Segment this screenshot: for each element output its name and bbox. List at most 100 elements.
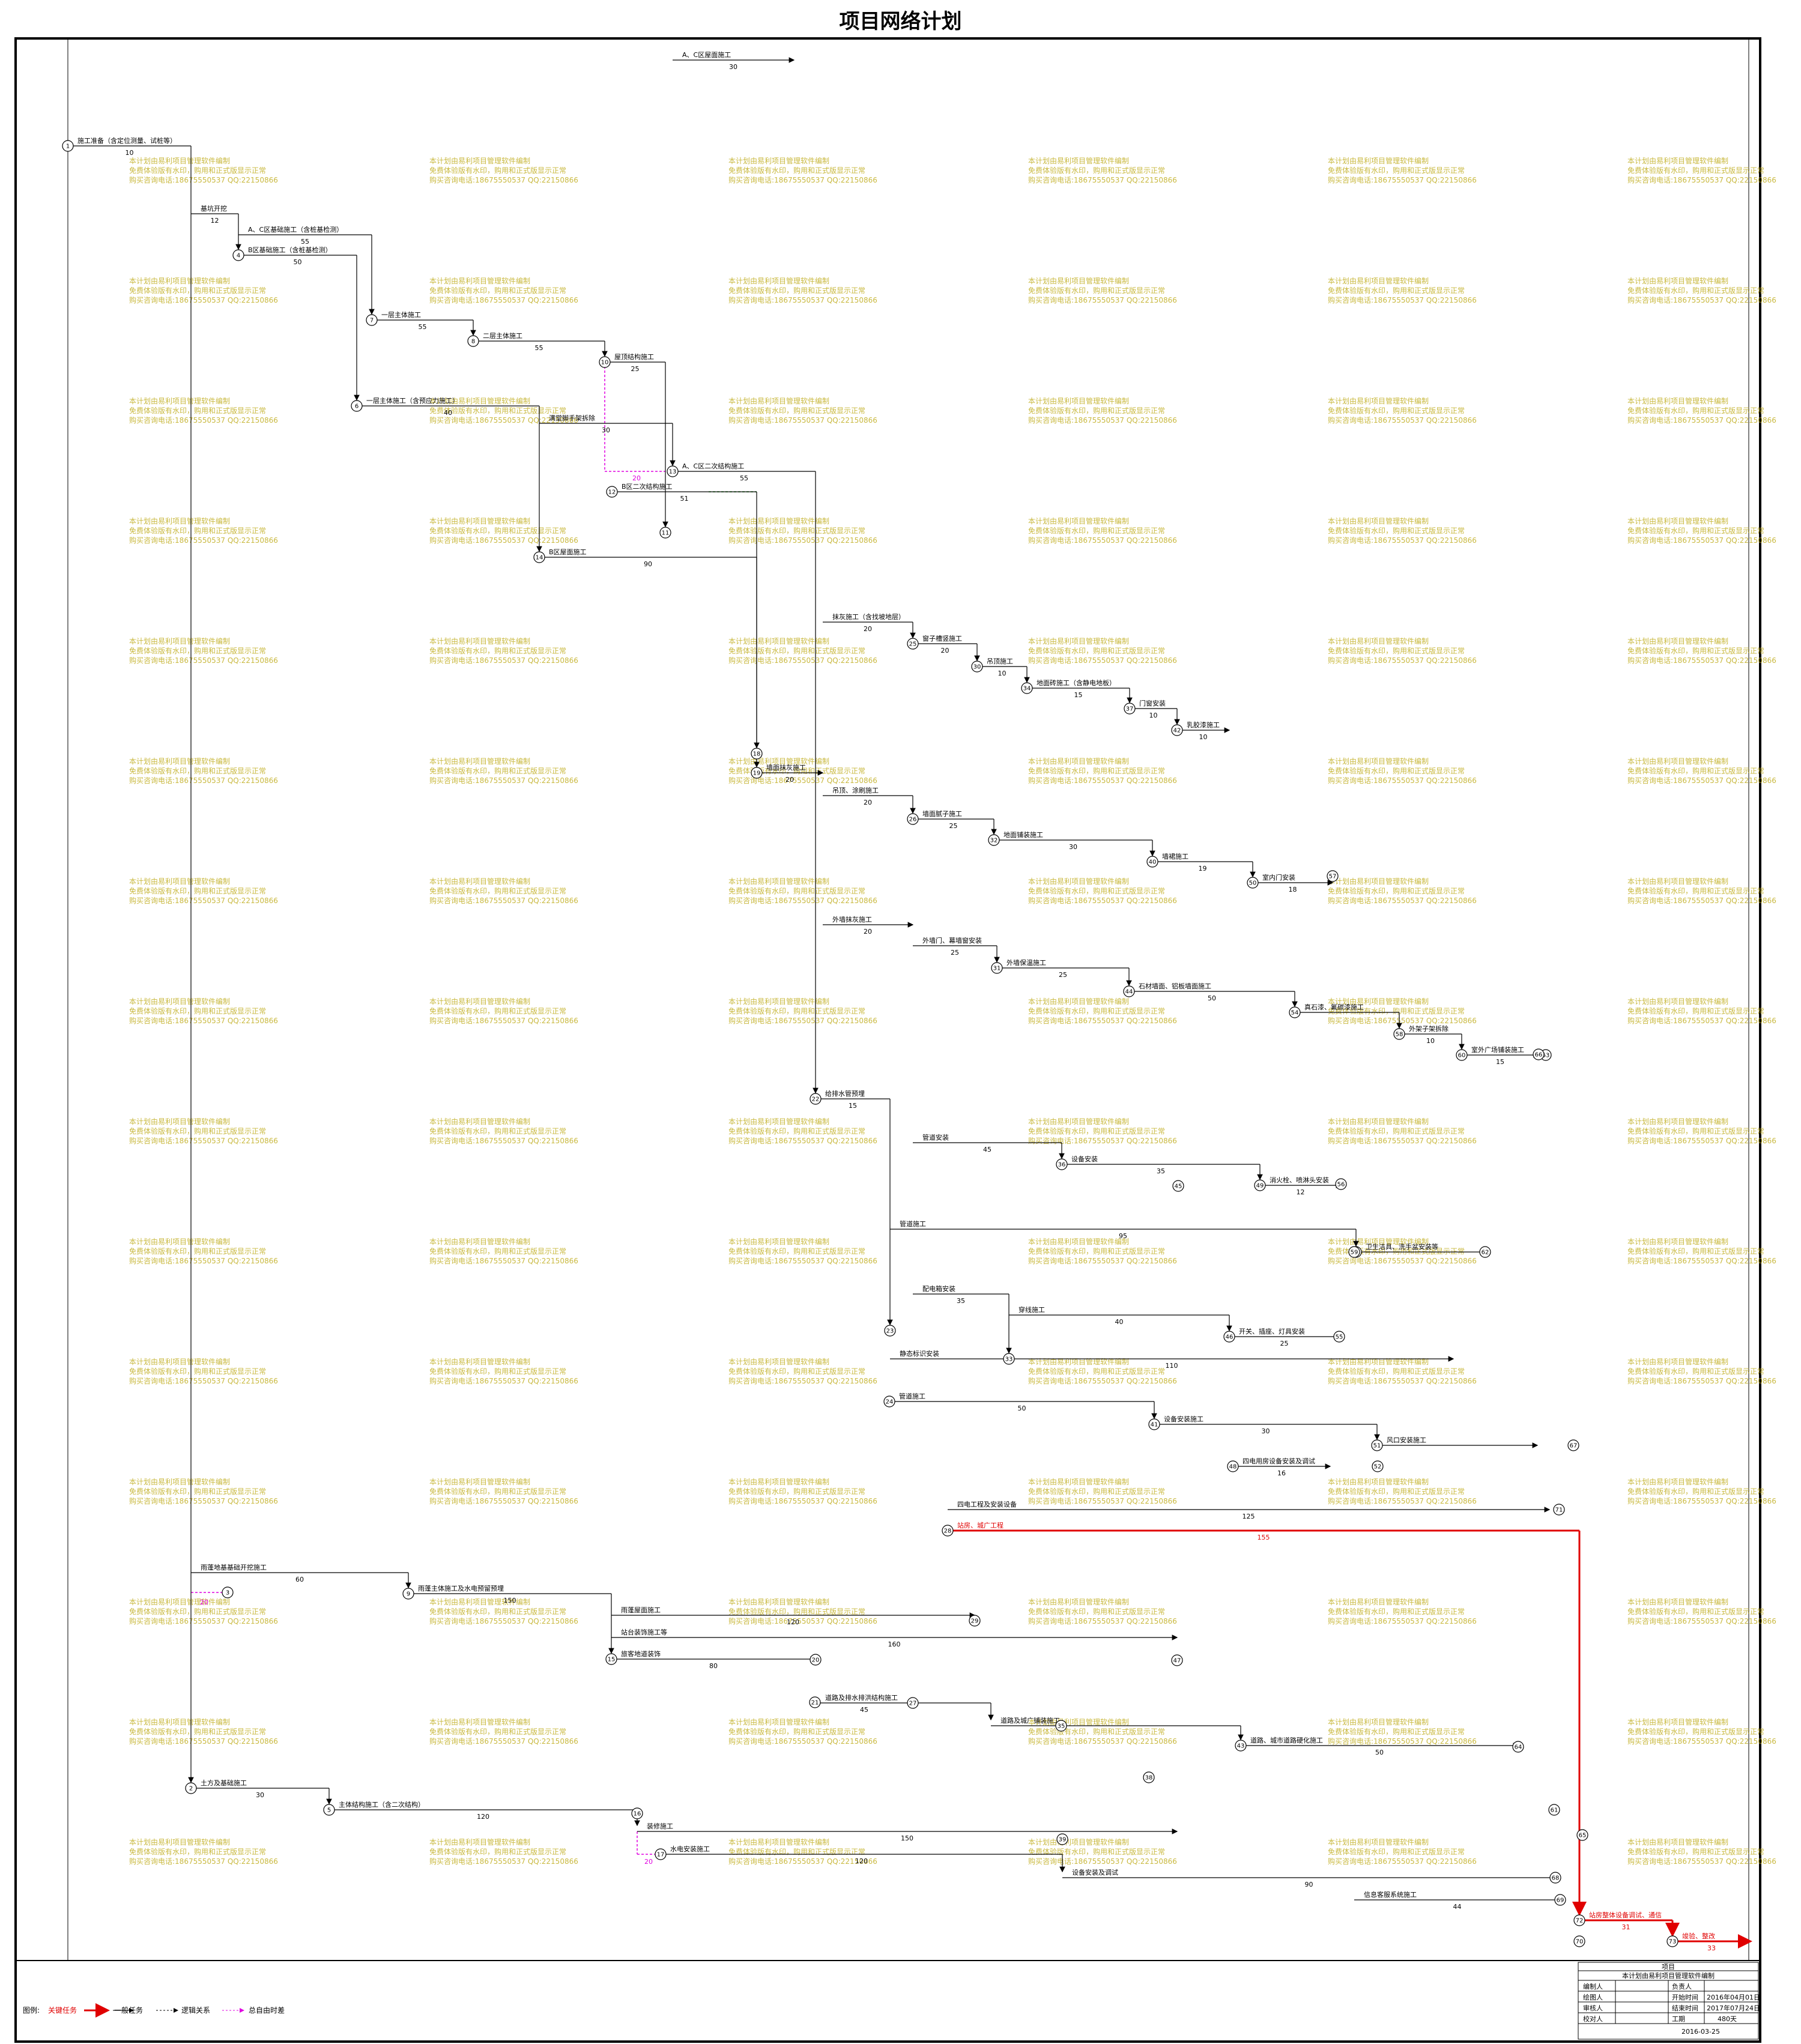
event-node-id-29: 29 xyxy=(971,1618,979,1625)
event-node-id-13: 13 xyxy=(669,469,677,476)
activity-label-37: 卫生洁具、洗手盆安装等 xyxy=(1366,1242,1438,1251)
event-node-58 xyxy=(1393,1028,1405,1040)
activity-label-62: 信息客服系统施工 xyxy=(1364,1890,1417,1899)
activity-duration-17: 10 xyxy=(1149,712,1158,719)
event-node-id-52: 52 xyxy=(1374,1464,1382,1471)
activity-duration-58: 120 xyxy=(477,1813,489,1821)
watermark-text-212: 购买咨询电话:18675550537 QQ:22150866 xyxy=(1328,1496,1477,1505)
watermark-text-173: 购买咨询电话:18675550537 QQ:22150866 xyxy=(1028,1256,1177,1265)
watermark-text-14: 购买咨询电话:18675550537 QQ:22150866 xyxy=(1328,175,1477,184)
activity-duration-46: 125 xyxy=(1243,1513,1255,1520)
event-node-22 xyxy=(810,1093,822,1105)
title-block-v2-2: 2017年07月24日 xyxy=(1707,2004,1760,2012)
activity-duration-48: 60 xyxy=(295,1576,304,1583)
activity-label-33: 管道安装 xyxy=(922,1133,949,1141)
watermark-text-36: 本计划由易利项目管理软件编制 xyxy=(129,396,230,405)
event-node-51 xyxy=(1371,1439,1383,1451)
activity-duration-7: 40 xyxy=(444,409,452,417)
event-node-45 xyxy=(1172,1180,1184,1192)
watermark-text-73: 免费体验版有水印，购用和正式版显示正常 xyxy=(129,646,266,655)
watermark-text-64: 免费体验版有水印，购用和正式版显示正常 xyxy=(1028,526,1165,535)
watermark-text-208: 免费体验版有水印，购用和正式版显示正常 xyxy=(1028,1487,1165,1496)
watermark-text-169: 免费体验版有水印，购用和正式版显示正常 xyxy=(728,1247,865,1256)
event-node-id-54: 54 xyxy=(1291,1010,1299,1017)
watermark-text-28: 免费体验版有水印，购用和正式版显示正常 xyxy=(1028,286,1165,295)
activity-duration-25: 20 xyxy=(864,928,872,936)
watermark-text-226: 免费体验版有水印，购用和正式版显示正常 xyxy=(1028,1607,1165,1616)
event-node-10 xyxy=(599,356,611,368)
event-node-28 xyxy=(942,1525,954,1537)
watermark-text-234: 本计划由易利项目管理软件编制 xyxy=(129,1717,230,1726)
watermark-text-237: 本计划由易利项目管理软件编制 xyxy=(429,1717,530,1726)
watermark-text-225: 本计划由易利项目管理软件编制 xyxy=(1028,1597,1129,1606)
watermark-text-179: 购买咨询电话:18675550537 QQ:22150866 xyxy=(1627,1256,1776,1265)
watermark-text-164: 购买咨询电话:18675550537 QQ:22150866 xyxy=(129,1256,278,1265)
watermark-text-106: 免费体验版有水印，购用和正式版显示正常 xyxy=(1627,766,1764,775)
watermark-text-232: 免费体验版有水印，购用和正式版显示正常 xyxy=(1627,1607,1764,1616)
watermark-text-82: 免费体验版有水印，购用和正式版显示正常 xyxy=(1028,646,1165,655)
activity-duration-5: 55 xyxy=(535,344,543,352)
watermark-text-148: 免费体验版有水印，购用和正式版显示正常 xyxy=(429,1126,566,1135)
watermark-text-42: 本计划由易利项目管理软件编制 xyxy=(728,396,829,405)
watermark-text-86: 购买咨询电话:18675550537 QQ:22150866 xyxy=(1328,656,1477,665)
watermark-text-67: 免费体验版有水印，购用和正式版显示正常 xyxy=(1328,526,1465,535)
event-node-26 xyxy=(907,813,919,825)
event-node-id-10: 10 xyxy=(601,360,609,366)
watermark-text-108: 本计划由易利项目管理软件编制 xyxy=(129,877,230,886)
event-node-id-21: 21 xyxy=(811,1700,819,1707)
event-node-id-14: 14 xyxy=(536,555,543,561)
event-node-id-41: 41 xyxy=(1151,1422,1158,1429)
event-node-44 xyxy=(1123,985,1135,997)
watermark-text-135: 本计划由易利项目管理软件编制 xyxy=(1028,997,1129,1006)
activity-label-35: 消火栓、喷淋头安装 xyxy=(1270,1176,1329,1184)
watermark-text-144: 本计划由易利项目管理软件编制 xyxy=(129,1117,230,1126)
activity-duration-38: 35 xyxy=(957,1297,965,1305)
watermark-text-184: 免费体验版有水印，购用和正式版显示正常 xyxy=(429,1367,566,1376)
watermark-text-110: 购买咨询电话:18675550537 QQ:22150866 xyxy=(129,896,278,905)
legend-critical-label: 关键任务 xyxy=(48,2006,77,2015)
watermark-text-221: 购买咨询电话:18675550537 QQ:22150866 xyxy=(429,1616,578,1625)
watermark-text-230: 购买咨询电话:18675550537 QQ:22150866 xyxy=(1328,1616,1477,1625)
watermark-text-79: 免费体验版有水印，购用和正式版显示正常 xyxy=(728,646,865,655)
activity-duration-13: 20 xyxy=(864,625,872,633)
free-float-2: 20 xyxy=(644,1858,653,1866)
watermark-text-252: 本计划由易利项目管理软件编制 xyxy=(129,1837,230,1846)
title-block-project-name: 本计划由易利项目管理软件编制 xyxy=(1622,1971,1715,1980)
activity-duration-28: 50 xyxy=(1208,994,1216,1002)
watermark-text-121: 免费体验版有水印，购用和正式版显示正常 xyxy=(1328,886,1465,895)
watermark-text-128: 购买咨询电话:18675550537 QQ:22150866 xyxy=(129,1016,278,1025)
activity-duration-61: 90 xyxy=(1305,1881,1313,1888)
watermark-text-16: 免费体验版有水印，购用和正式版显示正常 xyxy=(1627,166,1764,175)
watermark-text-69: 本计划由易利项目管理软件编制 xyxy=(1627,516,1728,525)
watermark-text-32: 购买咨询电话:18675550537 QQ:22150866 xyxy=(1328,295,1477,304)
activity-label-58: 主体结构施工（含二次结构） xyxy=(339,1800,425,1809)
legend-prefix: 图例: xyxy=(23,2006,40,2015)
event-node-id-31: 31 xyxy=(993,966,1001,972)
watermark-text-223: 免费体验版有水印，购用和正式版显示正常 xyxy=(728,1607,865,1616)
activity-duration-3: 50 xyxy=(294,258,302,266)
event-node-49 xyxy=(1254,1179,1266,1191)
activity-label-51: 站台装饰施工等 xyxy=(621,1628,667,1636)
activity-duration-8: 30 xyxy=(602,426,610,434)
activity-duration-23: 19 xyxy=(1199,865,1207,872)
page-title: 项目网络计划 xyxy=(839,10,962,34)
watermark-text-27: 本计划由易利项目管理软件编制 xyxy=(1028,276,1129,285)
activity-duration-9: 30 xyxy=(729,63,737,71)
activity-duration-12: 90 xyxy=(644,560,652,568)
watermark-text-40: 免费体验版有水印，购用和正式版显示正常 xyxy=(429,406,566,415)
event-node-72 xyxy=(1573,1914,1585,1926)
watermark-text-265: 免费体验版有水印，购用和正式版显示正常 xyxy=(1328,1847,1465,1856)
watermark-text-43: 免费体验版有水印，购用和正式版显示正常 xyxy=(728,406,865,415)
watermark-text-17: 购买咨询电话:18675550537 QQ:22150866 xyxy=(1627,175,1776,184)
watermark-text-90: 本计划由易利项目管理软件编制 xyxy=(129,757,230,766)
event-node-3 xyxy=(222,1586,234,1598)
event-node-42 xyxy=(1171,724,1183,736)
watermark-text-61: 免费体验版有水印，购用和正式版显示正常 xyxy=(728,526,865,535)
watermark-text-257: 购买咨询电话:18675550537 QQ:22150866 xyxy=(429,1857,578,1866)
event-node-id-60: 60 xyxy=(1458,1053,1466,1059)
activity-label-20: 吊顶、涂刷施工 xyxy=(832,786,879,794)
event-nodes: 1234567891011121314151617181920212223242… xyxy=(62,140,1678,1947)
watermark-text-117: 本计划由易利项目管理软件编制 xyxy=(1028,877,1129,886)
event-node-18 xyxy=(751,748,763,760)
watermark-text-157: 免费体验版有水印，购用和正式版显示正常 xyxy=(1328,1126,1465,1135)
